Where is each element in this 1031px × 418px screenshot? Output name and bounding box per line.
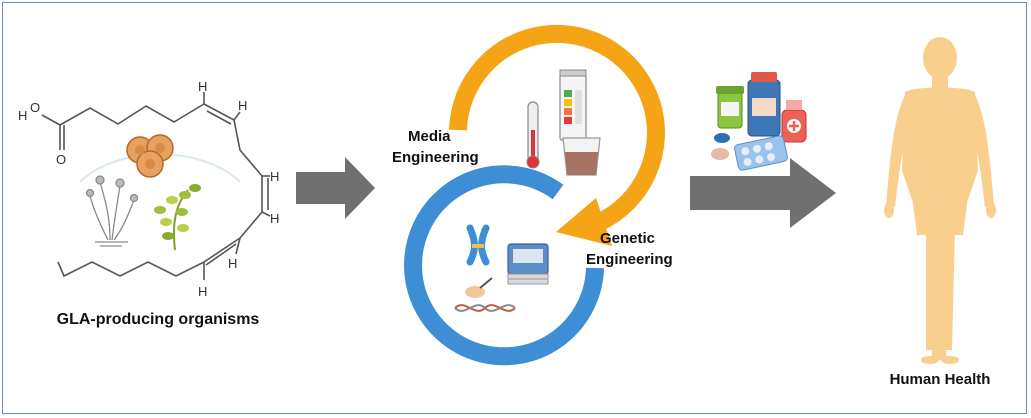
atom-h-4: H (270, 211, 279, 226)
gla-molecule (41, 92, 271, 280)
atom-o-hydroxyl: O (30, 100, 40, 115)
genetic-label-line2: Engineering (586, 251, 673, 268)
atom-o-carbonyl: O (56, 152, 66, 167)
atom-h-3: H (270, 169, 279, 184)
microalga-icon (154, 184, 201, 251)
media-label-line1: Media (408, 128, 451, 145)
atom-h-hydroxyl: H (18, 108, 27, 123)
figure-frame (2, 2, 1027, 414)
gene-editing-hand-icon (465, 277, 493, 298)
medicines-icon (711, 72, 807, 171)
arrow-to-human-health (690, 158, 836, 228)
molecule-atom-labels: H O O H H H H H H (18, 79, 279, 299)
arrow-to-engineering (296, 157, 375, 219)
genetic-engineering-cycle (404, 165, 604, 366)
chromosome-icon (466, 224, 490, 266)
media-cycle-arrowhead (556, 198, 612, 246)
atom-h-2: H (238, 98, 247, 113)
human-health-label: Human Health (890, 371, 991, 388)
genetic-label-line1: Genetic (600, 230, 655, 247)
media-label-line2: Engineering (392, 149, 479, 166)
atom-h-5: H (228, 256, 237, 271)
media-beaker-icon (562, 137, 601, 176)
media-engineering-cycle (449, 24, 665, 231)
organisms-label: GLA-producing organisms (57, 311, 260, 328)
mold-fungus-icon (85, 175, 139, 247)
atom-h-6: H (198, 284, 207, 299)
sequencer-device-icon (507, 243, 549, 285)
thermometer-icon (526, 101, 540, 169)
human-body-icon (884, 37, 996, 364)
test-strip-icon (559, 69, 587, 141)
dna-helix-icon (454, 304, 516, 312)
atom-h-1: H (198, 79, 207, 94)
fungal-cells-icon (126, 134, 174, 178)
